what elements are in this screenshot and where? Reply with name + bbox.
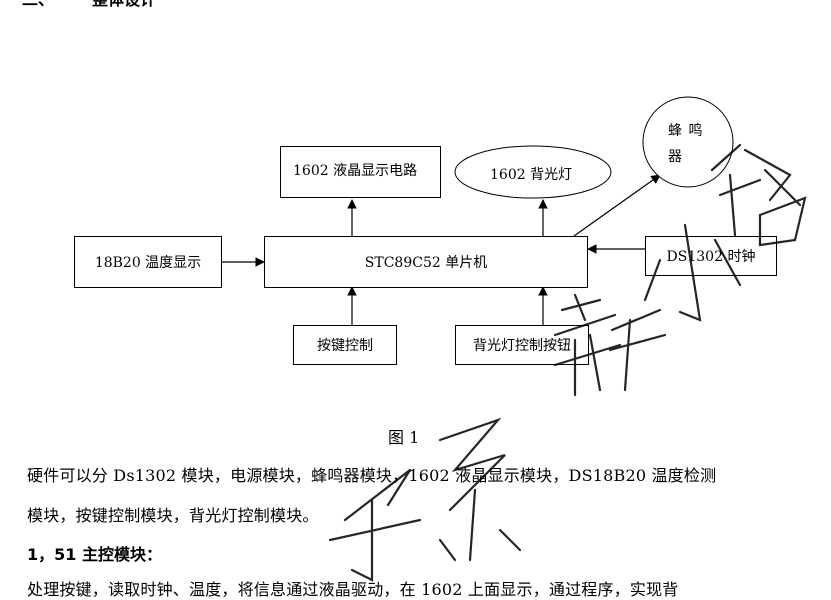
keys-box: 按键控制 (293, 325, 397, 365)
buzzer-label: 蜂 鸣 器 (668, 123, 704, 165)
body-line-3: 处理按键，读取时钟、温度，将信息通过液晶驱动，在 1602 上面显示，通过程序，… (27, 580, 679, 599)
section-title: 1，51 主控模块： (27, 545, 162, 564)
mcu-label: STC89C52 单片机 (364, 255, 488, 271)
keys-label: 按键控制 (317, 338, 373, 354)
lcd-label: 1602 液晶显示电路 (293, 163, 418, 179)
temp-box: 18B20 温度显示 (74, 236, 222, 288)
backlight-button-label: 背光灯控制按钮 (473, 338, 571, 354)
temp-label: 18B20 温度显示 (94, 255, 202, 271)
section-heading: 二、 整体设计 (0, 0, 300, 10)
heading-number: 二、 (22, 0, 54, 10)
body-line-2: 模块，按键控制模块，背光灯控制模块。 (27, 506, 319, 525)
body-line-1: 硬件可以分 Ds1302 模块，电源模块，蜂鸣器模块，1602 液晶显示模块，D… (27, 466, 717, 485)
mcu-box: STC89C52 单片机 (264, 236, 588, 288)
arrow-to-buzzer (573, 174, 661, 237)
clock-label: DS1302 时钟 (666, 249, 756, 265)
backlight-label: 1602 背光灯 (490, 167, 573, 183)
backlight-ellipse (454, 145, 612, 199)
lcd-box: 1602 液晶显示电路 (280, 146, 441, 198)
clock-box: DS1302 时钟 (645, 236, 777, 276)
backlight-button-box: 背光灯控制按钮 (455, 325, 589, 365)
figure-caption: 图 1 (388, 428, 420, 447)
heading-title: 整体设计 (92, 0, 156, 10)
buzzer-circle (642, 96, 734, 188)
